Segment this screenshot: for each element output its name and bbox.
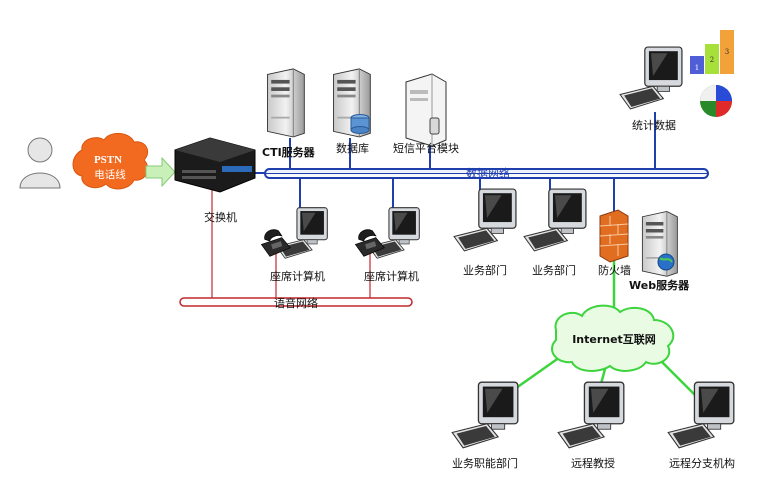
remote-professor-label: 远程教授 — [571, 457, 615, 470]
agent-computer-2-label: 座席计算机 — [364, 270, 419, 283]
svg-text:2: 2 — [710, 56, 714, 64]
functional-dept-label: 业务职能部门 — [452, 457, 518, 470]
arrow-right-icon — [145, 156, 176, 188]
cti-server-label: CTI服务器 — [262, 146, 315, 159]
svg-text:3: 3 — [725, 48, 729, 56]
pstn-subtitle: 电话线 — [94, 168, 126, 181]
remote-branch-label: 远程分支机构 — [669, 457, 735, 470]
pie-chart-icon — [700, 85, 732, 117]
agent-computer-1-icon — [260, 207, 328, 259]
sms-module-label: 短信平台模块 — [393, 142, 459, 155]
web-server-label: Web服务器 — [629, 279, 690, 292]
person-icon — [19, 137, 61, 189]
business-dept-1-icon — [453, 188, 517, 252]
web-server-icon — [641, 211, 678, 277]
internet-label: Internet互联网 — [572, 332, 656, 346]
svg-text:1: 1 — [695, 64, 699, 72]
business-dept-1-label: 业务部门 — [463, 264, 507, 277]
firewall-icon — [599, 209, 629, 263]
agent-computer-1-label: 座席计算机 — [270, 270, 325, 283]
functional-dept-computer-icon — [451, 381, 519, 449]
cti-server-icon — [267, 68, 305, 138]
business-dept-2-icon — [523, 188, 587, 252]
agent-computer-2-icon — [354, 207, 420, 259]
firewall-label: 防火墙 — [598, 264, 631, 277]
remote-branch-computer-icon — [667, 381, 735, 449]
statistics-computer-icon — [619, 46, 683, 110]
statistics-label: 统计数据 — [632, 119, 676, 132]
data-network-label: 数据网络 — [466, 166, 510, 180]
remote-professor-computer-icon — [557, 381, 625, 449]
database-server-icon — [333, 68, 371, 138]
internet-cloud — [551, 304, 675, 372]
database-label: 数据库 — [336, 142, 369, 155]
voice-network-label: 语音网络 — [274, 296, 318, 310]
pstn-title: PSTN — [94, 154, 122, 166]
switch-device — [174, 137, 256, 193]
voice-network-bus — [179, 190, 413, 307]
business-dept-2-label: 业务部门 — [532, 264, 576, 277]
bar-chart-icon: 1 2 3 — [690, 30, 734, 74]
switch-label: 交换机 — [204, 211, 237, 224]
sms-server-icon — [405, 73, 447, 147]
